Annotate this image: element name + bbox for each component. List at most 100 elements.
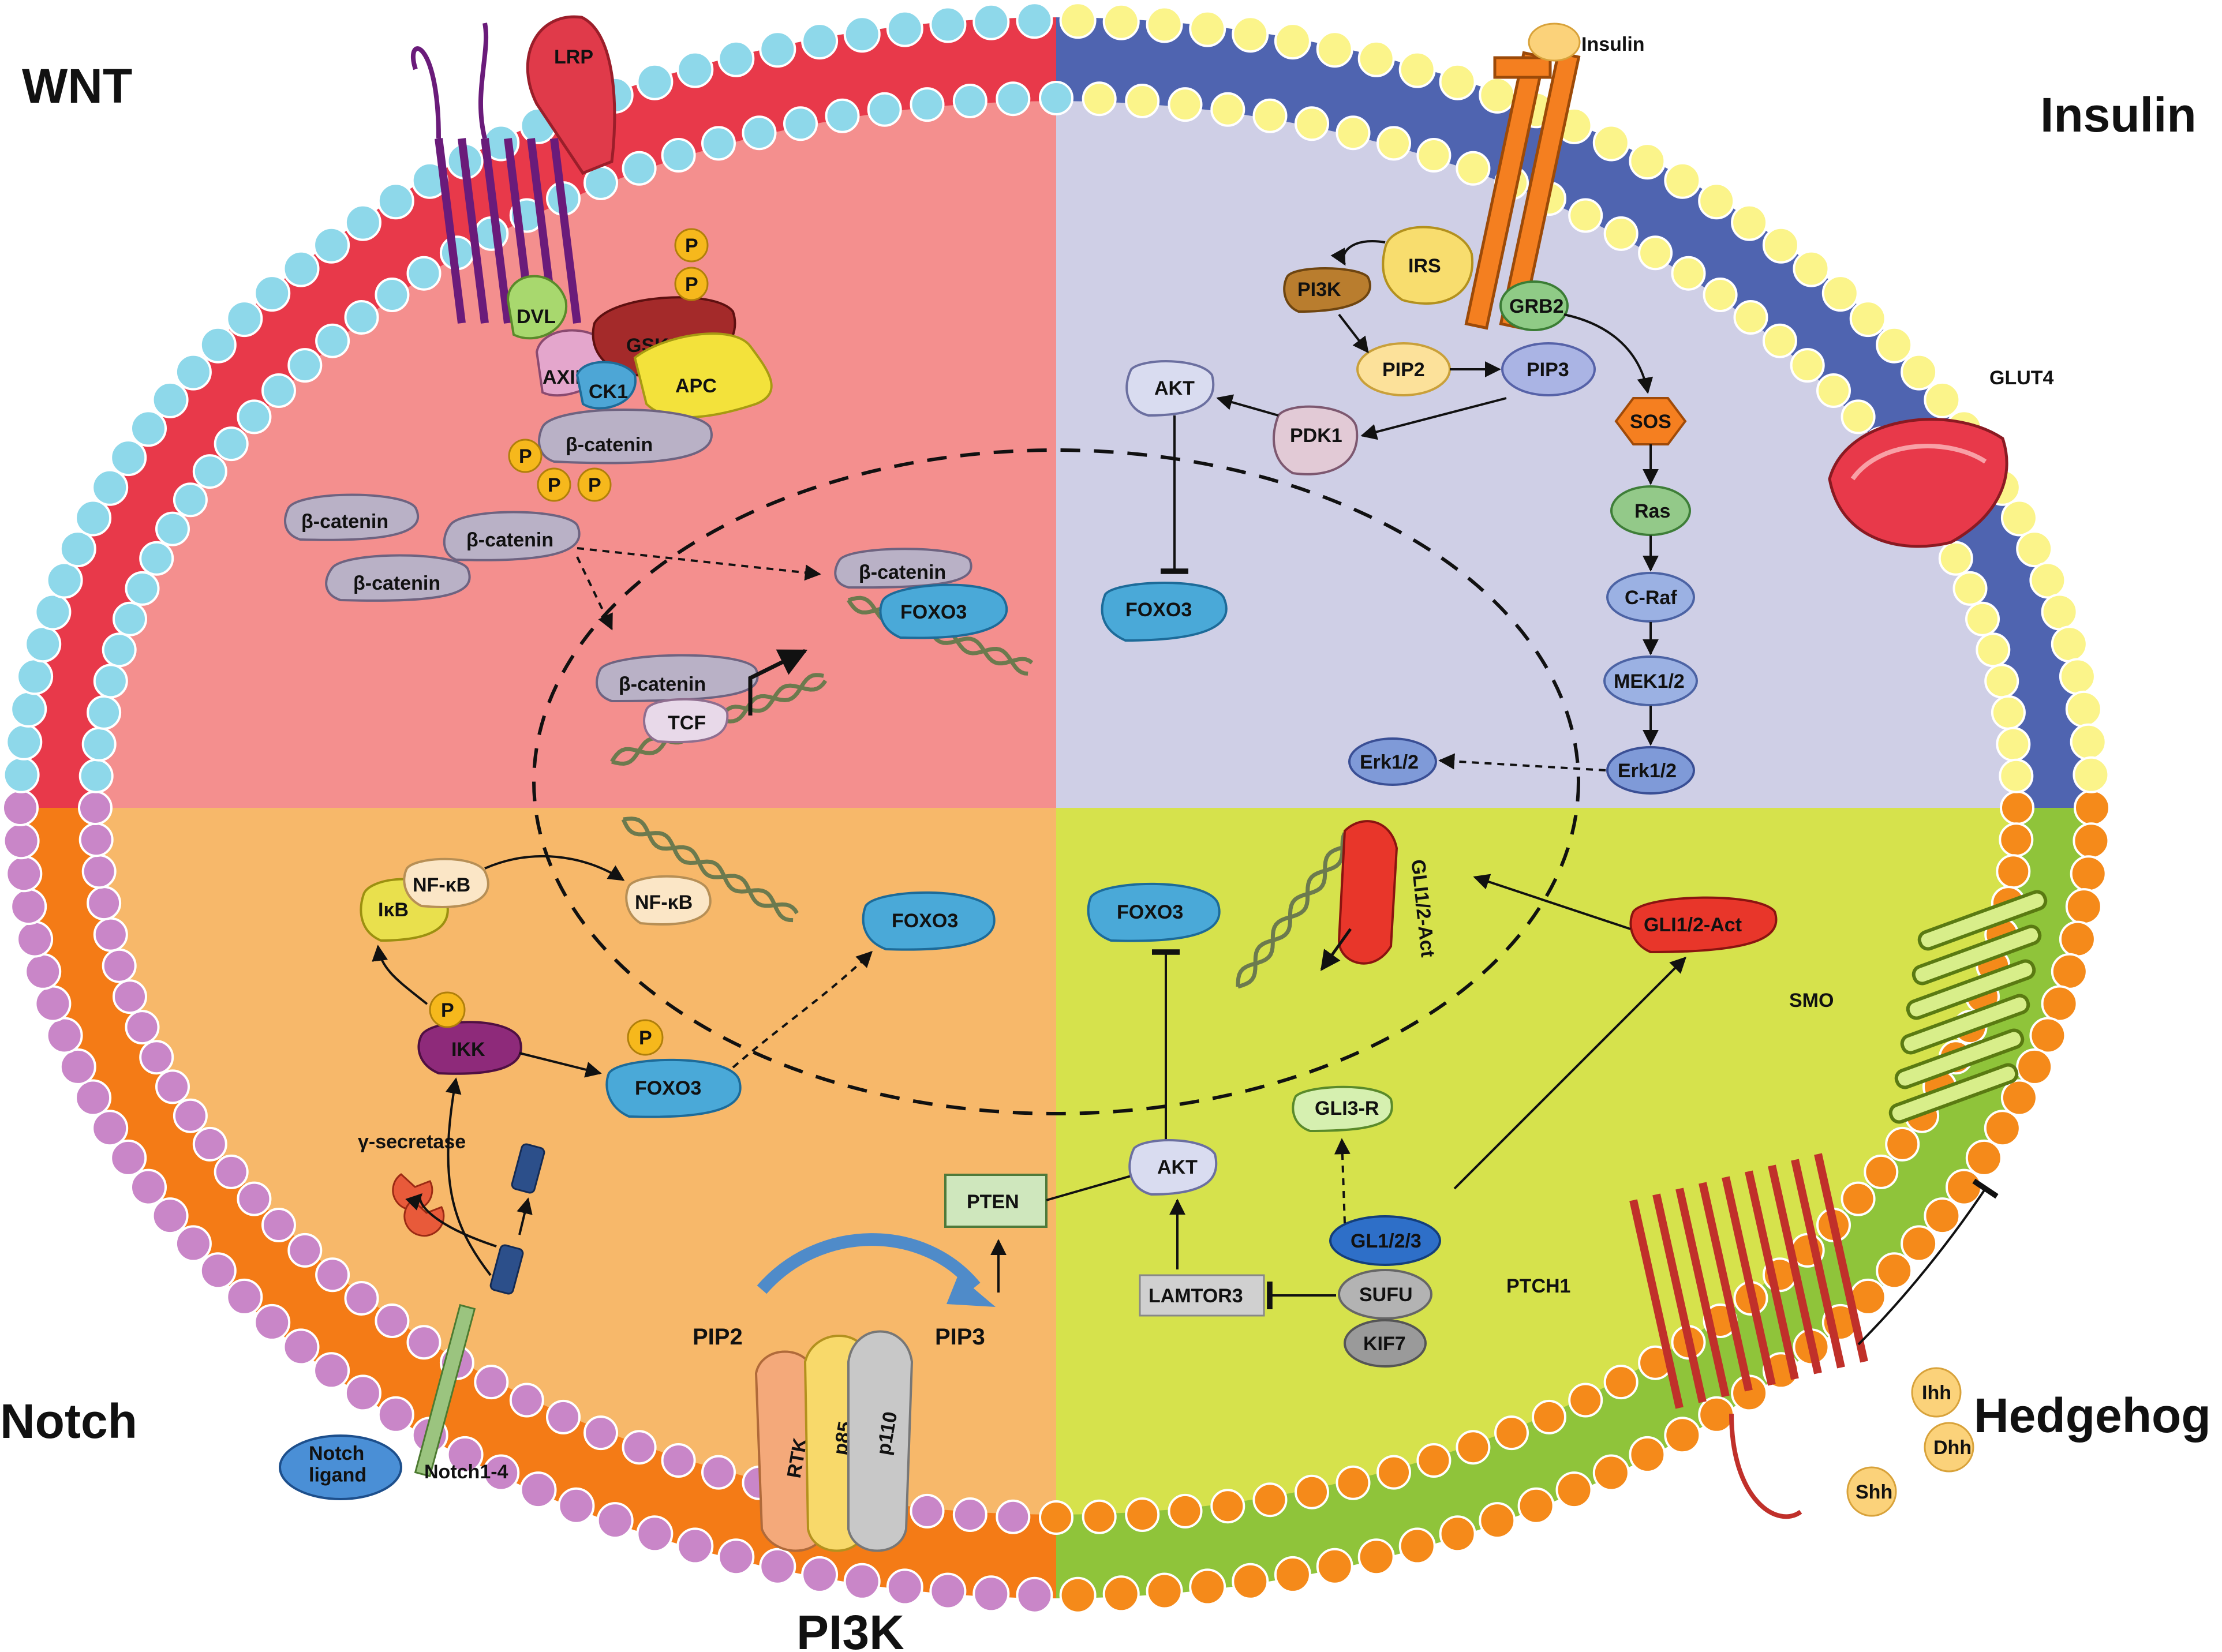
lipid-head	[1039, 81, 1073, 115]
lipid-head	[174, 1225, 212, 1263]
lipid-head	[886, 1568, 923, 1606]
lipid-head	[1146, 1572, 1183, 1610]
pip3-label: PIP3	[935, 1324, 985, 1350]
dna-strand	[621, 818, 794, 923]
beta-catenin-icon	[284, 493, 420, 541]
lipid-head	[113, 979, 147, 1014]
membrane-band	[1056, 17, 2095, 808]
beta-catenin-icon	[443, 511, 581, 561]
lipid-head	[139, 1040, 174, 1075]
lipid-head	[110, 439, 147, 477]
arrow	[1330, 240, 1386, 266]
title-wnt: WNT	[22, 59, 132, 113]
pip3-icon	[1501, 342, 1596, 396]
lipid-head	[2073, 822, 2110, 860]
mek-icon	[1603, 655, 1698, 706]
lipid-head	[1016, 2, 1053, 39]
lipid-head	[1965, 601, 2000, 636]
lipid-head	[1479, 1502, 1516, 1539]
lipid-head	[253, 1303, 291, 1341]
lipid-head	[2070, 855, 2107, 893]
lipid-head	[446, 1436, 484, 1473]
lipid-head	[2029, 561, 2067, 599]
arrow	[519, 1052, 602, 1078]
lipid-head	[801, 1556, 839, 1593]
arrow	[1473, 874, 1631, 930]
pi3k-label: PI3K	[1297, 279, 1341, 301]
membrane-band	[1056, 808, 2095, 1598]
ras-label: Ras	[1634, 500, 1670, 522]
lipid-head	[16, 920, 54, 958]
lipid-head	[1821, 275, 1859, 312]
beta-catenin-icon	[834, 548, 972, 589]
ikk-label: IKK	[451, 1039, 485, 1061]
lipid-head	[1938, 541, 1973, 576]
lipid-head	[155, 511, 190, 546]
lipid-head	[2016, 530, 2053, 568]
dhh-ligand-icon	[1924, 1422, 1974, 1473]
craf-label: C-Raf	[1625, 587, 1677, 609]
lipid-head	[10, 690, 47, 728]
lipid-head	[1456, 1430, 1491, 1465]
lipid-head	[509, 1383, 544, 1418]
notch-receptor-label: Notch1-4	[424, 1461, 508, 1483]
lipid-head	[2, 756, 40, 793]
lipid-head	[1376, 126, 1411, 161]
lipid-head	[287, 348, 323, 383]
dna-strand	[1237, 840, 1357, 989]
arrow	[1563, 313, 1654, 394]
tcf-icon	[643, 698, 729, 744]
lipid-head	[1733, 300, 1768, 335]
lipid-head	[596, 1502, 634, 1539]
glut4-transporter-icon	[1828, 418, 2008, 548]
phospho-icon	[429, 991, 466, 1028]
pdk1-label: PDK1	[1290, 425, 1342, 447]
lipid-head	[676, 1527, 714, 1565]
lipid-head	[1901, 1225, 1938, 1263]
lipid-head	[2059, 920, 2096, 958]
lipid-head	[676, 51, 714, 88]
lipid-head	[2000, 499, 2038, 537]
lipid-head	[801, 23, 839, 60]
lipid-head	[825, 98, 860, 133]
lipid-head	[78, 758, 114, 793]
lipid-head	[1016, 1576, 1053, 1614]
lipid-head	[130, 1168, 167, 1206]
lipid-head	[2059, 658, 2096, 695]
lipid-head	[910, 87, 945, 122]
arrow	[1320, 928, 1352, 971]
lipid-head	[87, 695, 122, 730]
lipid-head	[1731, 204, 1768, 241]
svg-text:P: P	[519, 445, 532, 467]
lipid-head	[1039, 1500, 1073, 1535]
akt-icon	[1125, 360, 1215, 417]
transcription-arrow	[748, 649, 808, 716]
lipid-head	[717, 1538, 755, 1576]
lipid-head	[583, 1415, 618, 1451]
lipid-head	[87, 886, 122, 921]
pip3-label: PIP3	[1527, 359, 1569, 381]
lipid-head	[661, 138, 696, 173]
notch-ligand-icon	[279, 1434, 402, 1500]
pten-label: PTEN	[967, 1191, 1019, 1213]
lipid-head	[1376, 1455, 1411, 1490]
lipid-head	[78, 822, 114, 857]
lipid-head	[78, 791, 113, 825]
lipid-head	[344, 300, 379, 335]
smo-label: SMO	[1789, 990, 1834, 1012]
ikk-icon	[417, 1021, 522, 1075]
lipid-head	[344, 1281, 379, 1316]
lipid-head	[1555, 1471, 1593, 1509]
lipid-head	[1125, 1497, 1160, 1532]
lipid-head	[783, 106, 818, 141]
lipid-head	[482, 1454, 520, 1492]
lipid-head	[2070, 723, 2107, 761]
foxo3-icon	[1087, 882, 1221, 942]
ikb-label: IκB	[378, 899, 409, 921]
lipid-head	[2041, 593, 2078, 631]
lrp-label: LRP	[554, 46, 593, 68]
lipid-head	[102, 632, 137, 668]
arrow	[484, 855, 625, 881]
lipid-head	[125, 1010, 160, 1045]
insulin-receptor-icon	[1464, 51, 1581, 330]
